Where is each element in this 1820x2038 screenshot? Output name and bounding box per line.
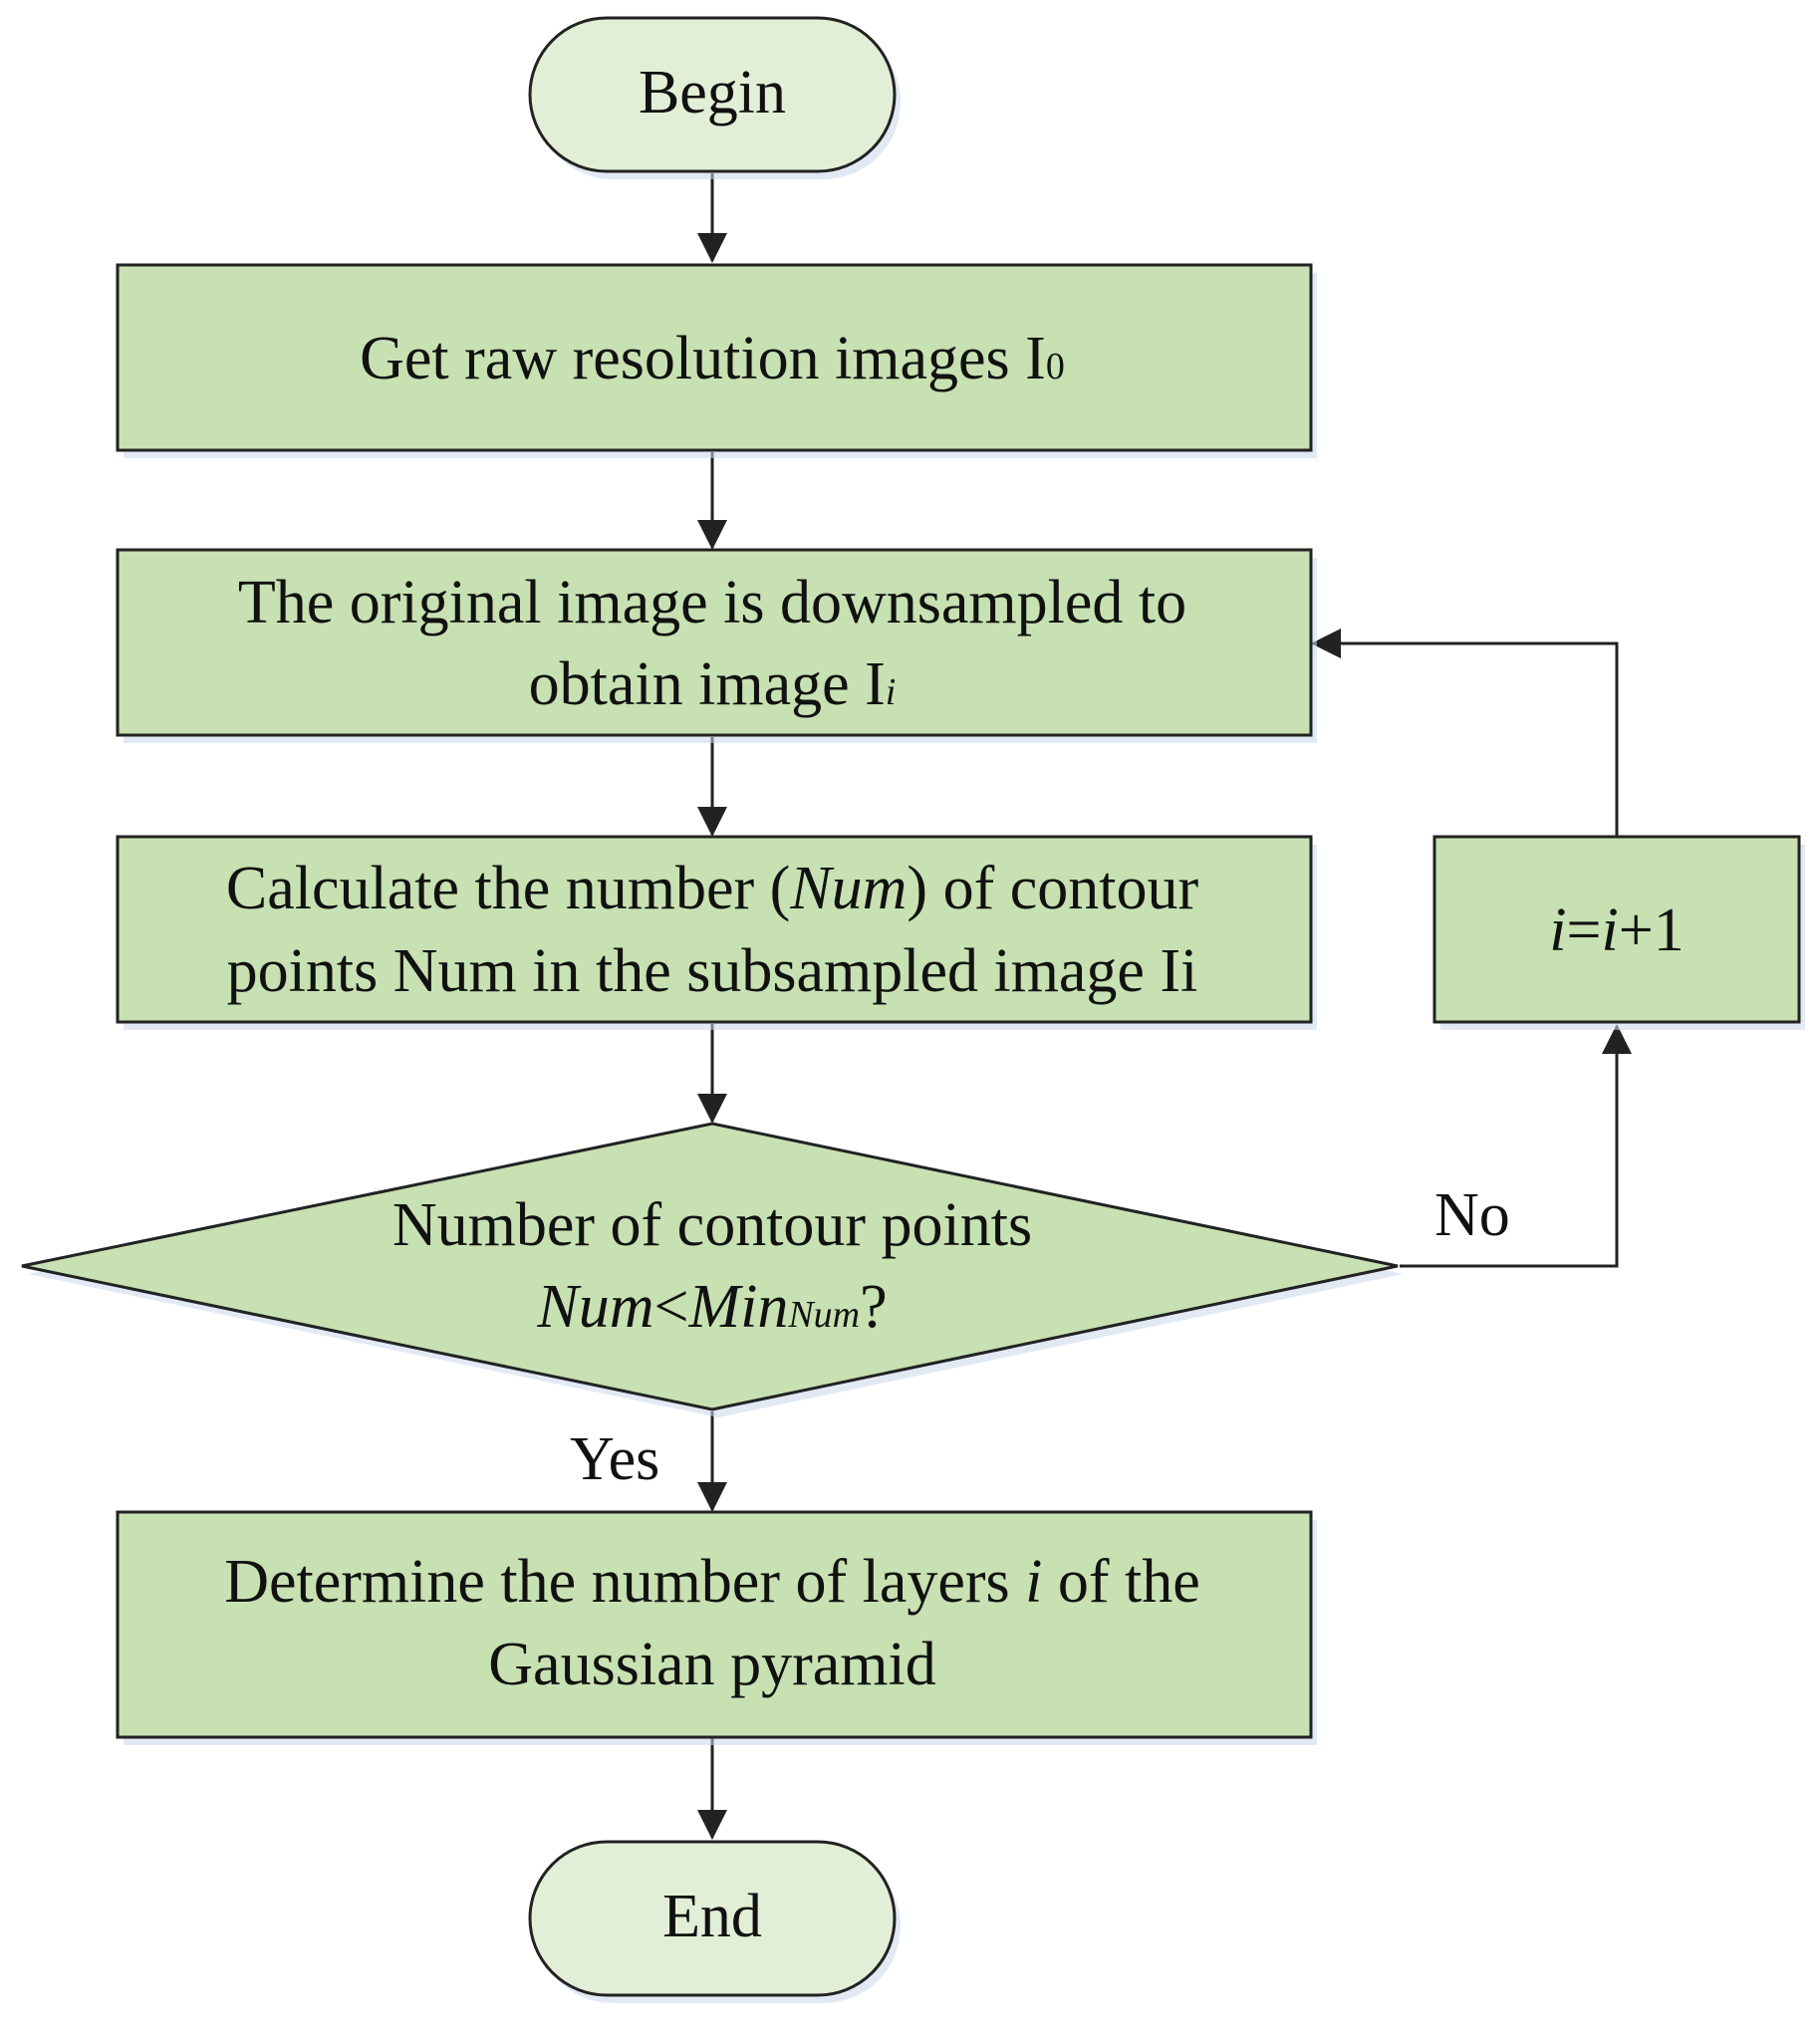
node-downsample: The original image is downsampled to obt…: [116, 548, 1317, 743]
node-end-shape: [528, 1840, 897, 1997]
edge-increment-to-downsample: [1311, 629, 1619, 839]
node-end: End: [528, 1840, 901, 2003]
node-determine: Determine the number of layers i of the …: [116, 1510, 1317, 1745]
node-calculate-line1: Calculate the number (Num) of contour: [226, 855, 1199, 922]
node-calculate: Calculate the number (Num) of contour po…: [116, 835, 1317, 1030]
node-increment: i=i+1: [1432, 835, 1805, 1030]
connectors: [697, 173, 1632, 1840]
node-downsample-line1: The original image is downsampled to: [238, 569, 1186, 637]
node-begin: Begin: [528, 16, 901, 179]
node-determine-line1: Determine the number of layers i of the: [224, 1548, 1200, 1616]
node-decision-line2: Num<MinNum?: [536, 1273, 887, 1341]
edge-label-no: No: [1434, 1181, 1510, 1249]
node-get-raw: Get raw resolution images I0: [116, 263, 1317, 458]
node-determine-shape: [116, 1510, 1313, 1739]
edge-label-yes: Yes: [570, 1425, 659, 1493]
node-get-raw-label: Get raw resolution images I0: [360, 325, 1065, 392]
node-calculate-line2: points Num in the subsampled image Ii: [227, 937, 1198, 1005]
node-decision: Number of contour points Num<MinNum?: [21, 1122, 1404, 1417]
node-decision-line1: Number of contour points: [392, 1191, 1032, 1259]
node-decision-shape: [21, 1122, 1399, 1411]
node-calculate-shape: [116, 835, 1313, 1024]
node-downsample-line2: obtain image Ii: [529, 650, 897, 718]
node-increment-shape: [1432, 835, 1801, 1024]
node-determine-line2: Gaussian pyramid: [488, 1631, 935, 1698]
node-get-raw-shape: [116, 263, 1313, 452]
node-end-label: End: [662, 1883, 762, 1950]
node-increment-label: i=i+1: [1549, 896, 1684, 964]
node-downsample-shape: [116, 548, 1313, 737]
node-begin-shape: [528, 16, 897, 173]
node-begin-label: Begin: [639, 59, 786, 127]
edge-decision-no-to-increment: [1400, 1024, 1632, 1268]
